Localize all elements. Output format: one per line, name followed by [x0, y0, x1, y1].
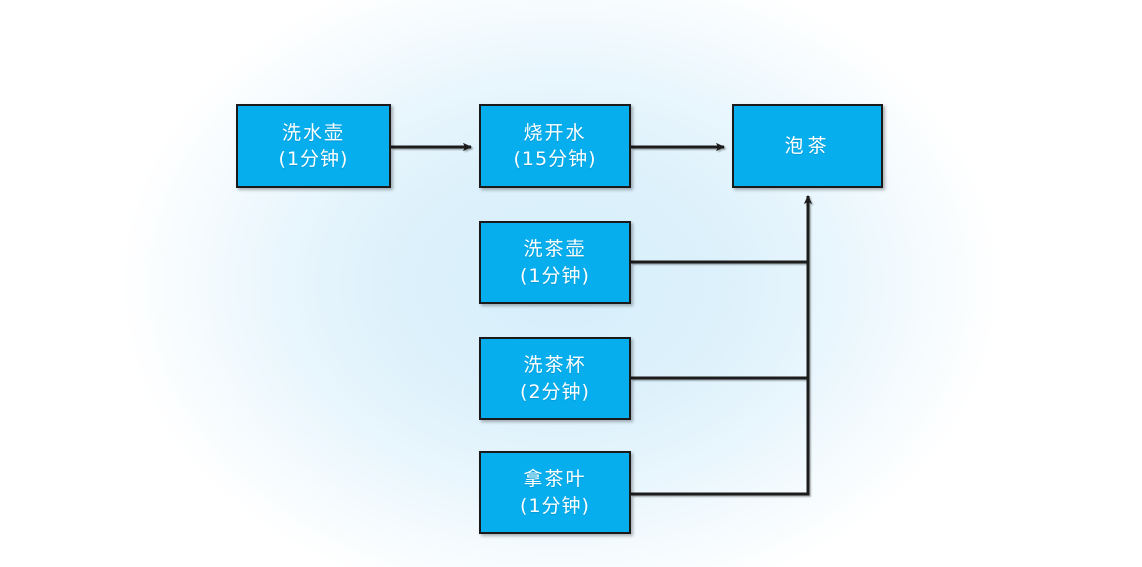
node-wash-teapot[interactable]: 洗茶壶 (1分钟)	[479, 221, 631, 304]
node-make-tea-label: 泡茶	[784, 134, 831, 157]
node-wash-cups-label: 洗茶杯	[523, 354, 587, 377]
node-boil-water-duration: (15分钟)	[513, 148, 597, 170]
node-wash-teapot-label: 洗茶壶	[523, 238, 587, 261]
node-get-tea-leaves-duration: (1分钟)	[520, 494, 590, 517]
node-wash-cups-duration: (2分钟)	[520, 380, 590, 403]
node-get-tea-leaves[interactable]: 拿茶叶 (1分钟)	[479, 451, 631, 534]
node-wash-cups[interactable]: 洗茶杯 (2分钟)	[479, 337, 631, 420]
node-get-tea-leaves-label: 拿茶叶	[523, 468, 587, 491]
node-boil-water-label: 烧开水	[523, 121, 587, 144]
node-wash-kettle[interactable]: 洗水壶 (1分钟)	[236, 104, 391, 188]
node-boil-water[interactable]: 烧开水 (15分钟)	[479, 104, 631, 188]
edge-get-tea-leaves-to-make-tea	[631, 195, 813, 496]
node-wash-kettle-label: 洗水壶	[281, 121, 345, 144]
node-make-tea[interactable]: 泡茶	[732, 104, 883, 188]
node-wash-teapot-duration: (1分钟)	[520, 264, 590, 287]
node-wash-kettle-duration: (1分钟)	[278, 148, 349, 170]
